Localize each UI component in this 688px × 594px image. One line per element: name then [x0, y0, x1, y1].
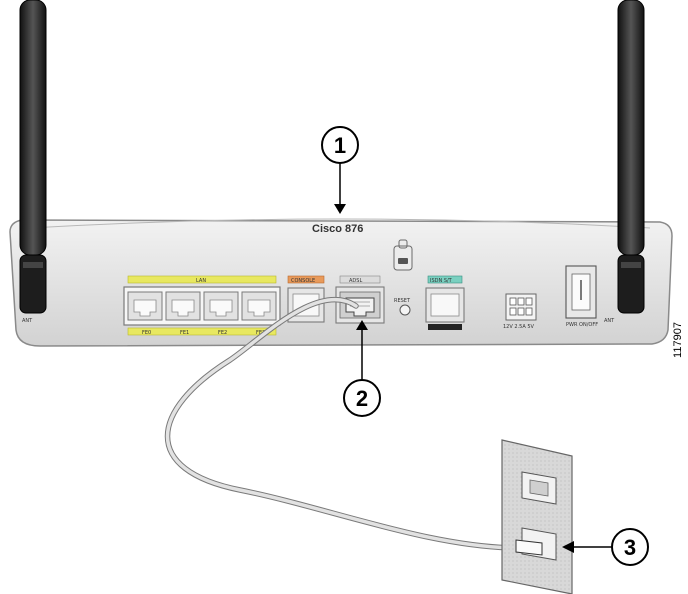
- left-antenna[interactable]: ANT: [19, 0, 47, 324]
- callout-1-number: 1: [334, 133, 346, 158]
- lan-port-fe3[interactable]: [241, 291, 277, 321]
- power-connector[interactable]: 12V 2.5A 5V: [503, 293, 537, 330]
- antenna-right-label: ANT: [604, 318, 615, 324]
- lan-fe3-label: FE3: [256, 330, 265, 336]
- callout-3-arrow-icon: [562, 541, 574, 553]
- wall-jack-upper[interactable]: [521, 471, 557, 505]
- brand-label: Cisco 876: [312, 223, 363, 235]
- lan-port-fe2[interactable]: [203, 291, 239, 321]
- callout-2-arrow-icon: [356, 320, 368, 330]
- security-lock-slot: [393, 239, 413, 271]
- callout-2-number: 2: [356, 386, 368, 411]
- right-antenna[interactable]: ANT: [604, 0, 645, 324]
- lan-fe0-label: FE0: [142, 330, 151, 336]
- wall-jack-lower[interactable]: [515, 527, 557, 561]
- telephone-cable: [164, 296, 523, 551]
- callout-3: 3: [562, 528, 649, 566]
- lan-label: LAN: [196, 278, 206, 284]
- figure-id: 117907: [672, 322, 684, 358]
- callout-1-arrow-icon: [334, 204, 346, 214]
- power-label: 12V 2.5A 5V: [503, 324, 535, 330]
- isdn-port[interactable]: ISDN S/T: [425, 275, 465, 330]
- reset-button[interactable]: RESET: [394, 298, 411, 316]
- callout-1: 1: [321, 126, 359, 214]
- switch-label: PWR ON/OFF: [566, 322, 598, 328]
- lan-fe1-label: FE1: [180, 330, 189, 336]
- lan-fe2-label: FE2: [218, 330, 227, 336]
- wall-jack-plate: [501, 439, 573, 594]
- lan-port-fe0[interactable]: [127, 291, 163, 321]
- power-switch[interactable]: PWR ON/OFF: [565, 265, 598, 328]
- callout-3-number: 3: [624, 535, 636, 560]
- antenna-left-label: ANT: [22, 318, 33, 324]
- isdn-label: ISDN S/T: [430, 278, 453, 284]
- lan-port-group: LAN FE0 FE1 FE2 FE3: [123, 275, 281, 336]
- callout-2: 2: [343, 320, 381, 417]
- lan-port-fe1[interactable]: [165, 291, 201, 321]
- adsl-label: ADSL: [349, 278, 362, 284]
- reset-label: RESET: [394, 298, 411, 304]
- console-label: CONSOLE: [291, 278, 315, 284]
